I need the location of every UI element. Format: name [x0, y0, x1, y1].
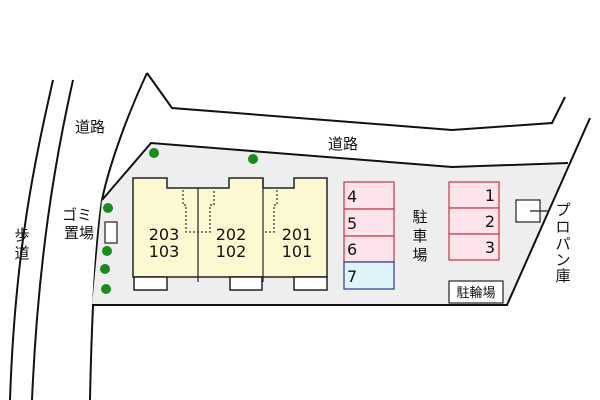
garbage-label: ゴミ [62, 206, 92, 224]
road-label-top: 道路 [328, 135, 358, 153]
parking-slot-1 [448, 181, 500, 209]
bicycle-parking-label: 駐輪場 [456, 285, 495, 301]
balcony-box [229, 276, 263, 291]
parking-number: 5 [347, 214, 357, 233]
parking-slot-7 [343, 261, 395, 290]
propane-label: 庫 [555, 267, 570, 285]
road-boundary-north [146, 72, 566, 132]
garbage-area-box [104, 221, 118, 244]
parking-number: 1 [485, 186, 495, 205]
parking-number: 4 [347, 187, 357, 206]
parking-label: 車 [412, 227, 427, 245]
dotted-line [182, 190, 215, 233]
parking-number: 2 [485, 212, 495, 231]
garbage-label: 置場 [64, 224, 94, 242]
tree-icon [101, 284, 111, 294]
balcony-box [293, 276, 328, 291]
parking-number: 3 [485, 238, 495, 257]
propane-label: ロ [555, 218, 570, 236]
bicycle-parking-box [448, 280, 504, 304]
propane-label: パ [555, 235, 570, 253]
tree-icon [248, 154, 258, 164]
parking-number: 7 [347, 267, 357, 286]
unit-101: 101 [282, 242, 313, 261]
sidewalk-label: 歩 [14, 226, 29, 244]
tree-icon [102, 246, 112, 256]
dotted-line [264, 190, 278, 233]
road-boundary-west [89, 72, 148, 400]
sidewalk-line-left [9, 79, 54, 400]
sidewalk-label: 道 [14, 244, 29, 262]
parking-label: 駐 [412, 208, 427, 226]
tree-icon [100, 264, 110, 274]
propane-label: プ [555, 201, 570, 219]
unit-202: 202 [216, 225, 247, 244]
parking-number: 6 [347, 240, 357, 259]
unit-201: 201 [282, 225, 313, 244]
tree-icon [103, 203, 113, 213]
tree-icon [149, 148, 159, 158]
parking-slot-2 [448, 207, 500, 235]
unit-103: 103 [149, 242, 180, 261]
unit-102: 102 [216, 242, 247, 261]
balcony-box [133, 276, 168, 291]
sidewalk-line-right [31, 79, 74, 400]
parking-slot-3 [448, 233, 500, 261]
parking-label: 場 [412, 246, 427, 264]
road-label-left: 道路 [75, 118, 105, 136]
unit-203: 203 [149, 225, 180, 244]
propane-label: ン [555, 251, 570, 269]
site-boundary [92, 117, 591, 306]
